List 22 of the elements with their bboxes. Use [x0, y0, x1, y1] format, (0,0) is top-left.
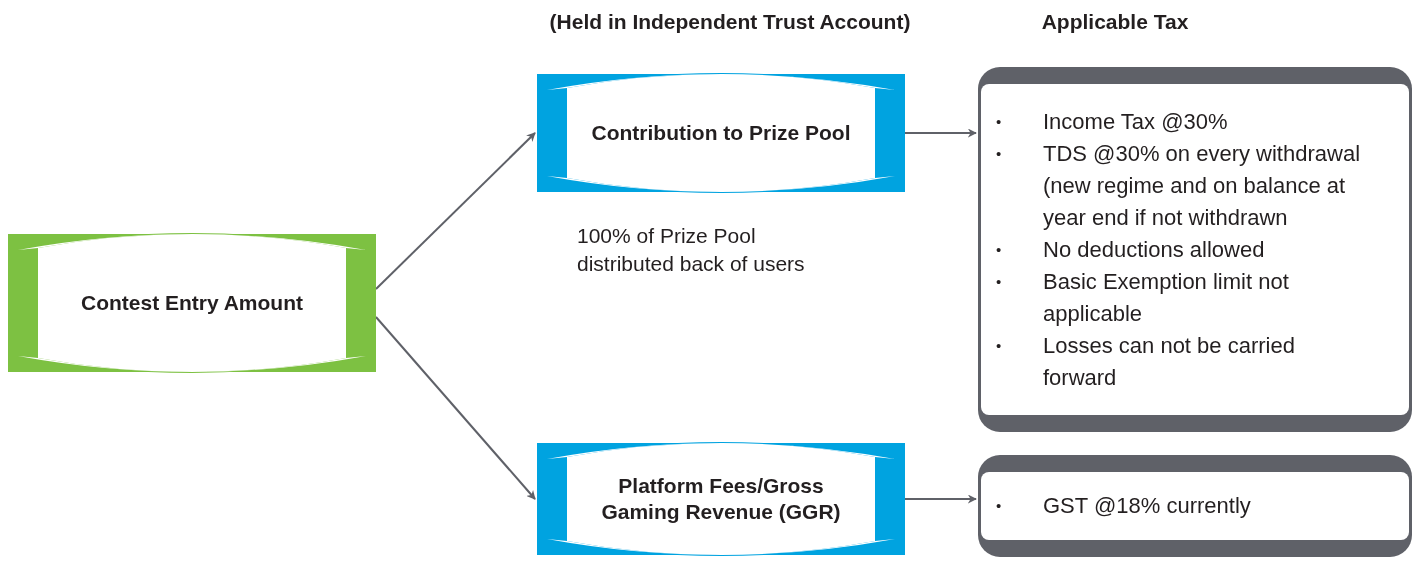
bullet: •	[996, 335, 1003, 356]
tax-item: GST @18% currently	[1043, 492, 1252, 520]
tax-item: TDS @30% on every withdrawal (new regime and on balance at year end if not withdrawn	[1043, 139, 1361, 232]
bullet: •	[996, 496, 1003, 516]
arrow	[375, 132, 536, 290]
column-heading: Applicable Tax	[1040, 10, 1190, 34]
arrow	[904, 494, 977, 504]
bullet: •	[996, 143, 1003, 164]
bullet: •	[996, 111, 1003, 132]
node-title: Contest Entry Amount	[79, 289, 305, 316]
bullet: •	[996, 239, 1003, 260]
tax-item: No deductions allowed	[1043, 235, 1266, 264]
column-heading: (Held in Independent Trust Account)	[548, 10, 912, 34]
node-note: 100% of Prize Pool distributed back of users	[577, 223, 806, 277]
bullet: •	[996, 271, 1003, 292]
tax-item: Basic Exemption limit not applicable	[1043, 267, 1290, 328]
node-title: Platform Fees/Gross Gaming Revenue (GGR)	[600, 472, 842, 525]
tax-item: Income Tax @30%	[1043, 107, 1229, 136]
node-title: Contribution to Prize Pool	[590, 119, 852, 146]
arrow	[904, 128, 977, 138]
tax-item: Losses can not be carried forward	[1043, 331, 1296, 392]
arrow	[375, 316, 536, 500]
